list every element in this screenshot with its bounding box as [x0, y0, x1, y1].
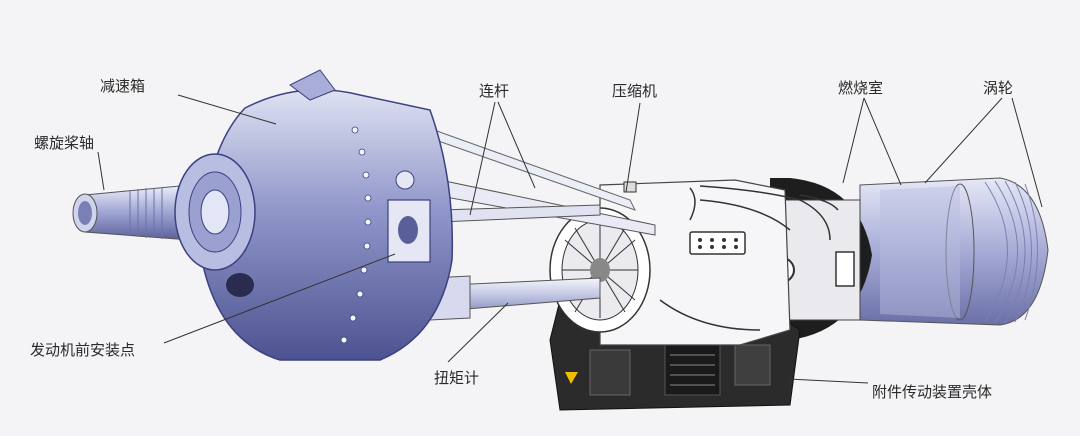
leader-propeller-shaft [97, 151, 105, 191]
leader-accessory-case [787, 378, 869, 384]
leader-turbine-b [1011, 97, 1043, 208]
label-turbine: 涡轮 [983, 79, 1014, 97]
leader-connecting-rod-a [469, 101, 496, 216]
torque-meter-tube [429, 275, 601, 321]
leader-combustor-b [863, 97, 902, 186]
label-connecting-rod: 连杆 [479, 82, 510, 100]
label-compressor: 压缩机 [612, 82, 658, 100]
leader-front-mount [163, 253, 396, 344]
label-propeller-shaft: 螺旋桨轴 [34, 134, 95, 152]
leader-compressor [625, 102, 641, 193]
leader-gearbox [177, 94, 277, 125]
leader-lines [97, 94, 1043, 384]
label-torque-meter: 扭矩计 [434, 369, 480, 387]
label-accessory-case: 附件传动装置壳体 [872, 383, 993, 401]
leader-combustor-a [842, 97, 865, 184]
reduction-gearbox [174, 69, 454, 361]
label-gearbox: 减速箱 [100, 77, 146, 95]
turbine-section [859, 177, 1049, 326]
leader-torque-meter [447, 302, 509, 363]
label-front-mount: 发动机前安装点 [30, 341, 136, 359]
leader-connecting-rod-b [497, 101, 536, 189]
propeller-shaft [72, 184, 191, 241]
label-combustor: 燃烧室 [838, 79, 884, 97]
leader-turbine-a [924, 97, 1003, 184]
